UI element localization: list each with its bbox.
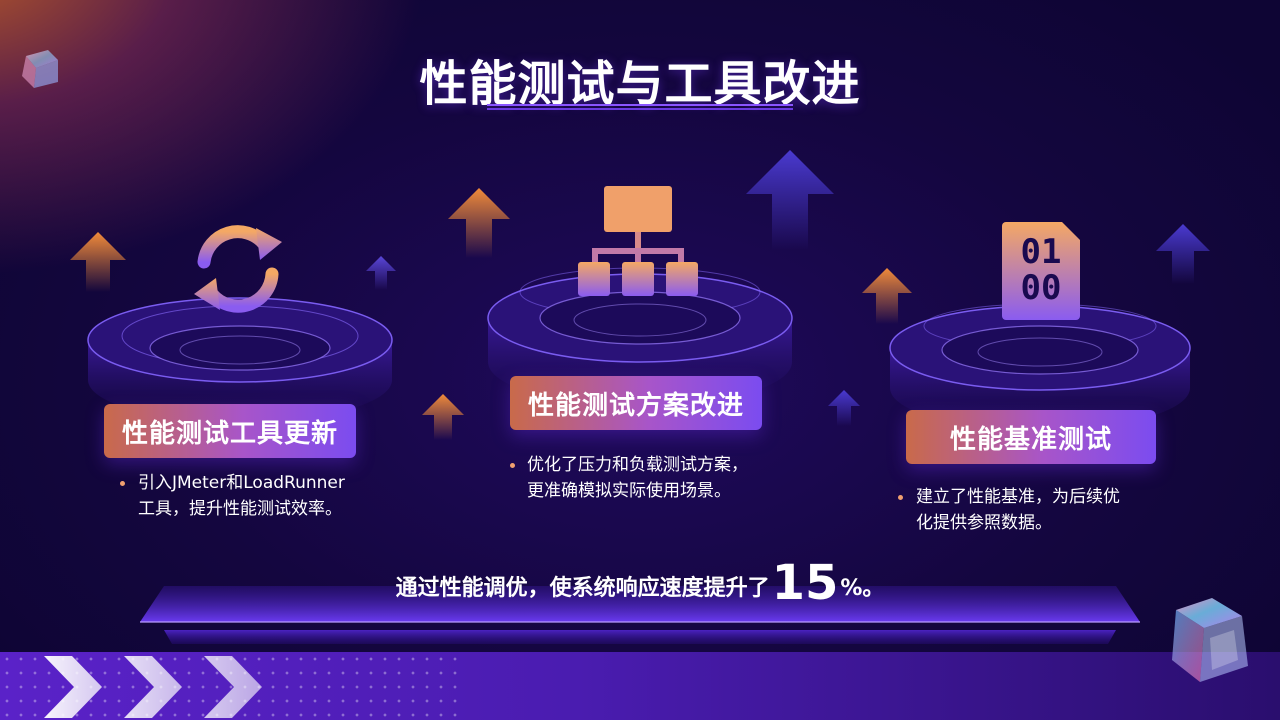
- summary-suffix: %。: [840, 576, 885, 601]
- up-arrow-icon: [746, 150, 834, 250]
- card-label-benchmark: 性能基准测试: [906, 410, 1156, 464]
- bullet-dot: [510, 463, 515, 468]
- binary-file-icon: 01 00: [1002, 222, 1080, 320]
- summary-text: 通过性能调优，使系统响应速度提升了 15 %。: [0, 552, 1280, 608]
- up-arrow-icon: [1156, 224, 1210, 284]
- card-label-plan-improvement: 性能测试方案改进: [510, 376, 762, 430]
- glass-cube-large: [1172, 598, 1248, 682]
- card-description-benchmark: 建立了性能基准，为后续优 化提供参照数据。: [916, 487, 1120, 533]
- stage-platform: [140, 586, 1140, 644]
- up-arrow-icon: [862, 268, 912, 324]
- up-arrow-icon: [448, 188, 510, 258]
- card-description-tools-update: 引入JMeter和LoadRunner 工具，提升性能测试效率。: [138, 473, 345, 519]
- binary-digits: 01 00: [1020, 232, 1062, 308]
- card-description-plan-improvement: 优化了压力和负载测试方案， 更准确模拟实际使用场景。: [527, 455, 748, 501]
- up-arrow-icon: [422, 394, 464, 440]
- bullet-dot: [120, 481, 125, 486]
- bullet-dot: [898, 495, 903, 500]
- platform-right: [889, 303, 1191, 430]
- up-arrow-icon: [828, 390, 860, 426]
- page-title: 性能测试与工具改进: [419, 56, 861, 112]
- summary-number: 15: [771, 555, 839, 611]
- up-arrow-icon: [366, 256, 396, 290]
- chevron-right-icon: [44, 656, 262, 718]
- refresh-icon: [194, 225, 282, 313]
- platform-left: [87, 297, 393, 422]
- title-underline: [487, 104, 793, 110]
- hierarchy-icon: [578, 186, 698, 296]
- summary-prefix: 通过性能调优，使系统响应速度提升了: [395, 576, 770, 601]
- card-label-tools-update: 性能测试工具更新: [104, 404, 356, 458]
- up-arrow-icon: [70, 232, 126, 292]
- glass-cube-small: [22, 50, 58, 88]
